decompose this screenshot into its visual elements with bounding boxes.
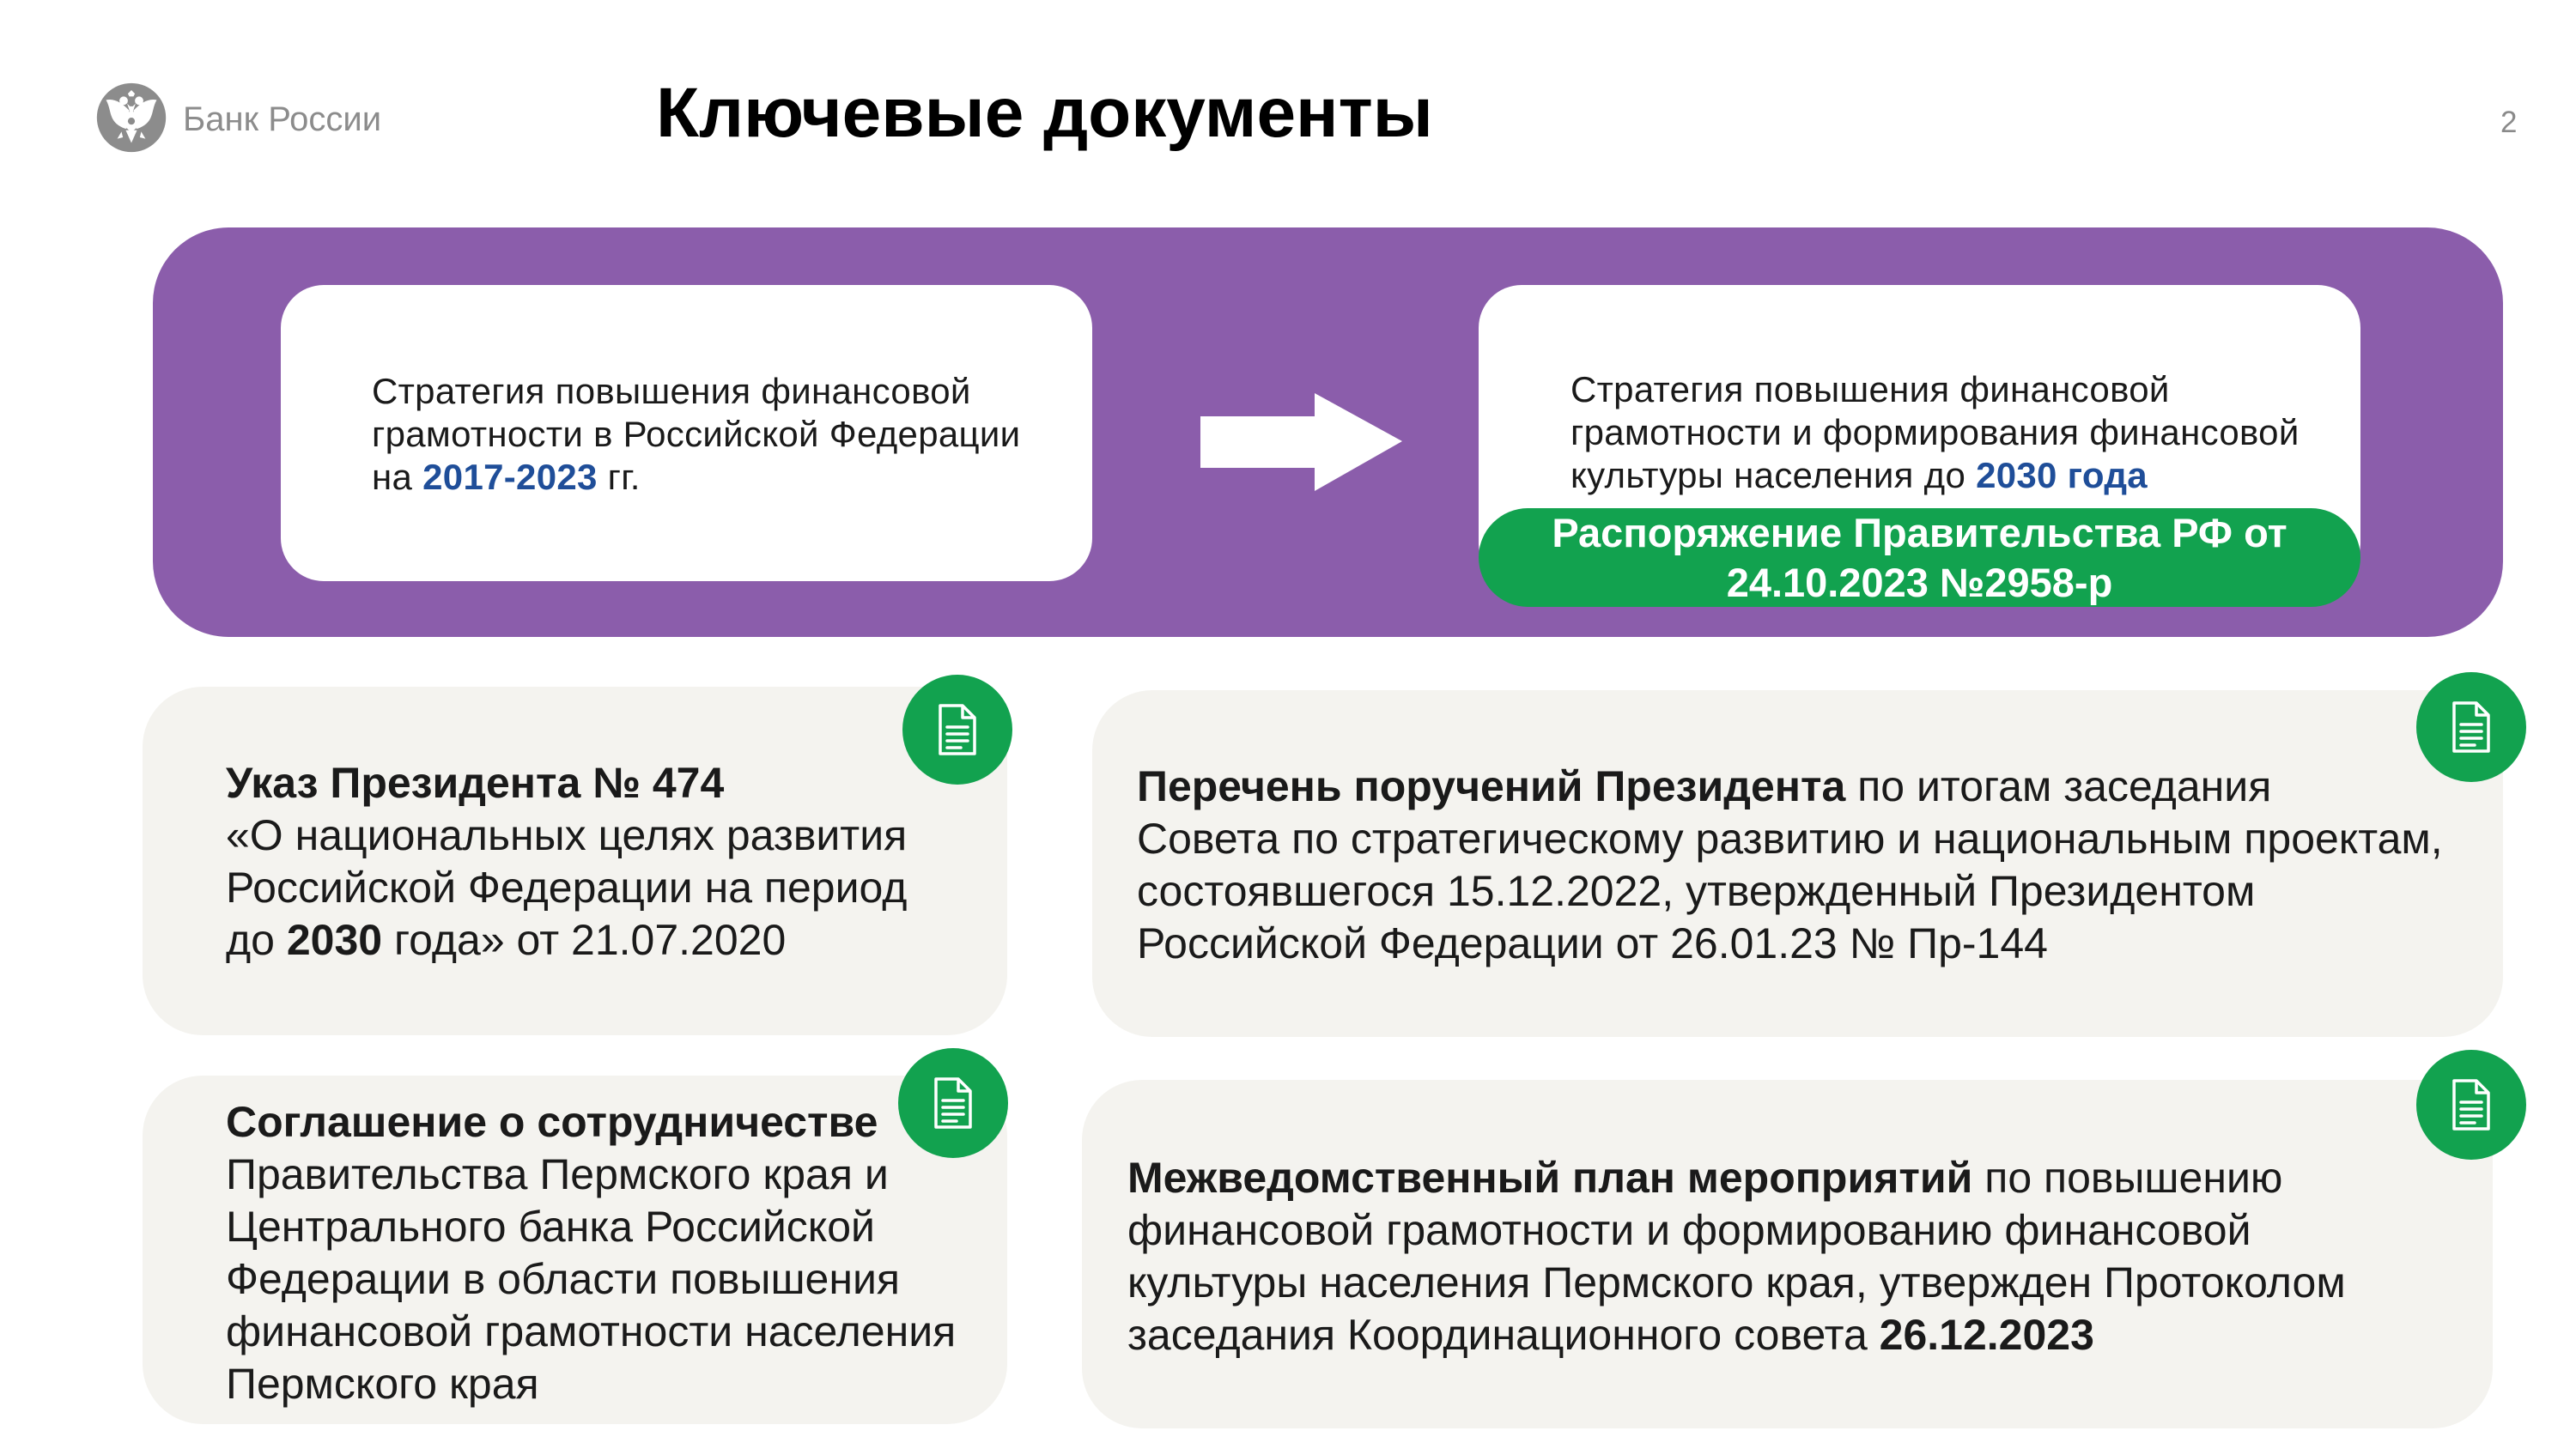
text-segment: грамотности в Российской Федерации (372, 414, 1021, 454)
strategy-period-highlight: 2017-2023 (422, 457, 598, 497)
document-card-line: состоявшегося 15.12.2022, утвержденный П… (1137, 865, 2443, 918)
text-segment: по итогам заседания (1845, 762, 2272, 810)
text-segment: Пермского края (226, 1360, 539, 1408)
document-card-line: Межведомственный план мероприятий по пов… (1127, 1152, 2346, 1204)
document-icon (2416, 1050, 2526, 1160)
document-icon-glyph (2452, 1079, 2490, 1131)
text-segment: Центрального банка Российской (226, 1203, 875, 1251)
text-segment: Российской Федерации на период (226, 864, 908, 912)
decree-line: Распоряжение Правительства РФ от (1552, 509, 2287, 555)
document-card-line: Федерации в области повышения (226, 1253, 956, 1306)
document-card-presidential-decree: Указ Президента № 474 «О национальных це… (143, 687, 1007, 1035)
text-segment-bold: 2030 (286, 916, 383, 964)
text-segment: грамотности и формирования финансовой (1571, 412, 2300, 452)
document-title: Соглашение о сотрудничестве (226, 1098, 878, 1146)
document-icon (2416, 672, 2526, 782)
text-segment: Федерации в области повышения (226, 1255, 900, 1303)
document-card-text: Межведомственный план мероприятий по пов… (1127, 1152, 2346, 1361)
document-icon (902, 675, 1012, 785)
document-card-line: Российской Федерации от 26.01.23 № Пр-14… (1137, 918, 2443, 970)
text-segment: Совета по стратегическому развитию и нац… (1137, 815, 2443, 863)
document-icon (898, 1048, 1008, 1158)
document-card-cooperation-agreement: Соглашение о сотрудничестве Правительств… (143, 1076, 1007, 1424)
document-card-line: «О национальных целях развития (226, 809, 907, 862)
document-card-line: заседания Координационного совета 26.12.… (1127, 1309, 2346, 1361)
text-segment: Стратегия повышения финансовой (372, 371, 971, 411)
document-title: Перечень поручений Президента (1137, 762, 1846, 810)
text-segment: года» от 21.07.2020 (382, 916, 787, 964)
document-card-text: Соглашение о сотрудничестве Правительств… (226, 1096, 956, 1410)
current-strategy-line: грамотности и формирования финансовой (1571, 411, 2300, 454)
text-segment: «О национальных целях развития (226, 811, 908, 859)
text-segment: культуры населения Пермского края, утвер… (1127, 1258, 2346, 1307)
text-segment: Правительства Пермского края и (226, 1150, 889, 1198)
current-strategy-line: Стратегия повышения финансовой (1571, 368, 2300, 411)
current-strategy-text: Стратегия повышения финансовой грамотнос… (1571, 368, 2300, 497)
page-title: Ключевые документы (656, 74, 1433, 152)
bank-logo-text: Банк России (183, 100, 382, 138)
text-segment: состоявшегося 15.12.2022, утвержденный П… (1137, 867, 2256, 915)
text-segment: финансовой грамотности населения (226, 1307, 957, 1355)
document-icon-glyph (2452, 701, 2490, 753)
previous-strategy-line: на 2017-2023 гг. (372, 456, 1020, 499)
document-title: Указ Президента № 474 (226, 759, 725, 807)
current-strategy-box: Стратегия повышения финансовой грамотнос… (1479, 285, 2360, 585)
document-card-line: Пермского края (226, 1358, 956, 1410)
document-card-line: Указ Президента № 474 (226, 757, 907, 809)
document-card-text: Перечень поручений Президента по итогам … (1137, 761, 2443, 970)
document-card-text: Указ Президента № 474 «О национальных це… (226, 757, 907, 967)
document-card-line: культуры населения Пермского края, утвер… (1127, 1257, 2346, 1309)
decree-line: 24.10.2023 №2958-р (1726, 559, 2113, 605)
text-segment: на (372, 457, 423, 497)
strategy-year-highlight: 2030 года (1976, 455, 2148, 495)
text-segment: заседания Координационного совета (1127, 1311, 1880, 1359)
document-card-line: Соглашение о сотрудничестве (226, 1096, 956, 1149)
document-card-line: Российской Федерации на период (226, 862, 907, 914)
page-number: 2 (2500, 106, 2518, 139)
text-segment: финансовой грамотности и формированию фи… (1127, 1206, 2251, 1254)
document-card-line: финансовой грамотности населения (226, 1306, 956, 1358)
text-segment: до (226, 916, 287, 964)
document-card-line: финансовой грамотности и формированию фи… (1127, 1204, 2346, 1257)
text-segment: по повышению (1972, 1154, 2283, 1202)
document-icon-glyph (934, 1077, 972, 1129)
text-segment: гг. (597, 457, 641, 497)
government-decree-badge: Распоряжение Правительства РФ от 24.10.2… (1479, 508, 2360, 607)
previous-strategy-box: Стратегия повышения финансовой грамотнос… (281, 285, 1092, 581)
document-card-line: Правительства Пермского края и (226, 1149, 956, 1201)
text-segment: культуры населения до (1571, 455, 1977, 495)
text-segment-bold: 26.12.2023 (1879, 1311, 2094, 1359)
document-card-line: Центрального банка Российской (226, 1201, 956, 1253)
previous-strategy-line: грамотности в Российской Федерации (372, 413, 1020, 456)
document-card-line: Перечень поручений Президента по итогам … (1137, 761, 2443, 813)
document-card-interagency-plan: Межведомственный план мероприятий по пов… (1082, 1080, 2493, 1428)
document-card-presidential-instructions: Перечень поручений Президента по итогам … (1092, 690, 2503, 1037)
text-segment: Стратегия повышения финансовой (1571, 369, 2170, 409)
current-strategy-line: культуры населения до 2030 года (1571, 454, 2300, 497)
bank-of-russia-emblem-icon (96, 82, 167, 153)
arrow-right-icon (1200, 393, 1402, 491)
document-card-line: до 2030 года» от 21.07.2020 (226, 914, 907, 967)
document-card-line: Совета по стратегическому развитию и нац… (1137, 813, 2443, 865)
document-title: Межведомственный план мероприятий (1127, 1154, 1973, 1202)
previous-strategy-line: Стратегия повышения финансовой (372, 370, 1020, 413)
previous-strategy-text: Стратегия повышения финансовой грамотнос… (372, 370, 1020, 499)
text-segment: Российской Федерации от 26.01.23 № Пр-14… (1137, 919, 2048, 967)
document-icon-glyph (939, 704, 976, 755)
